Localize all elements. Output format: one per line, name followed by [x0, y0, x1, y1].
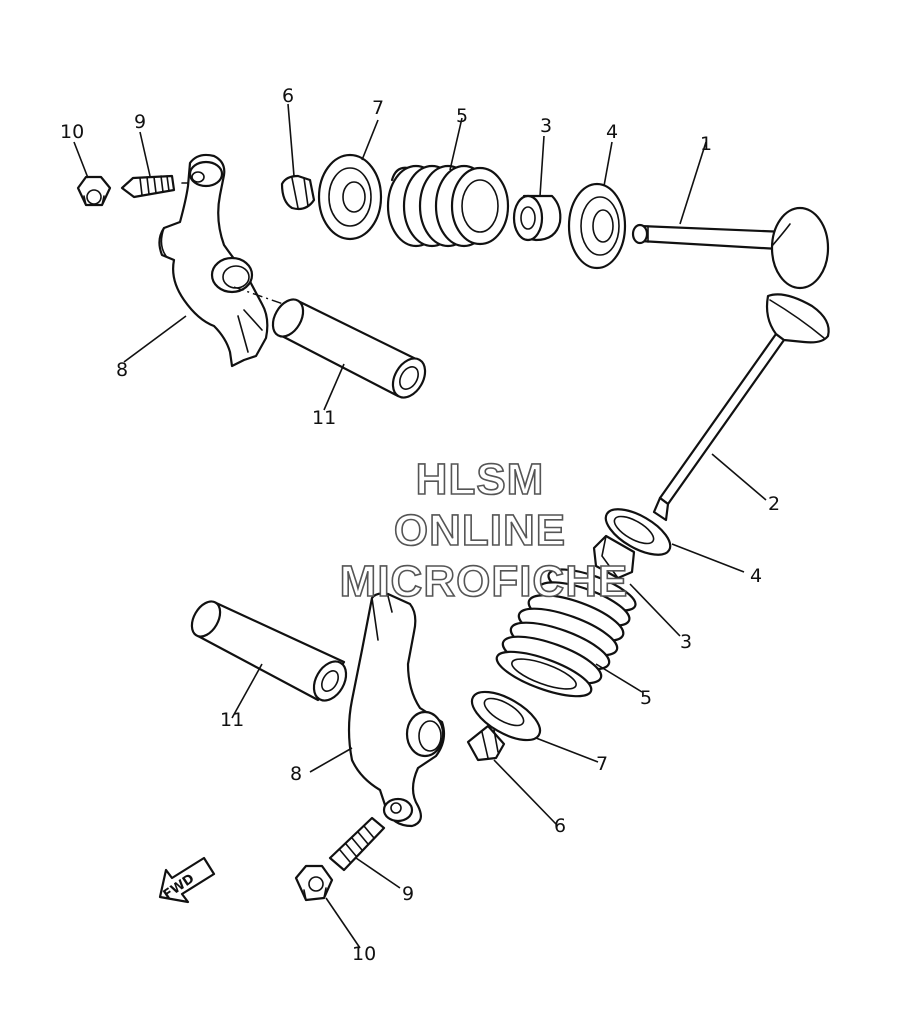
callout-bottom-4: 4: [750, 565, 762, 587]
callout-top-3: 3: [540, 115, 552, 137]
valve-spring-bottom: [495, 568, 637, 698]
leader-lines: [73, 103, 767, 949]
callouts-top: 10 9 8 6 7 5 3 4 1 11: [60, 85, 712, 429]
lock-nut-bottom: [294, 864, 334, 902]
callout-bottom-3: 3: [680, 631, 692, 653]
spring-retainer-bottom: [470, 690, 542, 742]
valve-spring-top: [386, 164, 510, 248]
callout-bottom-6: 6: [554, 815, 566, 837]
watermark: HLSM ONLINE MICROFICHE: [339, 454, 629, 607]
callout-top-10: 10: [60, 121, 84, 143]
callout-bottom-8: 8: [290, 763, 302, 785]
rocker-shaft-bottom: [190, 600, 348, 702]
callout-bottom-2: 2: [768, 493, 780, 515]
valve-cotter-bottom: [466, 724, 506, 762]
callout-top-4: 4: [606, 121, 618, 143]
valve-cotter-top: [280, 174, 316, 211]
spring-seat-top: [567, 182, 627, 270]
callout-top-1: 1: [700, 133, 712, 155]
fwd-arrow-icon: FWD: [158, 856, 216, 904]
valve-stem-seal-top: [512, 194, 562, 242]
rocker-arm-top: [158, 153, 269, 368]
callout-top-11: 11: [312, 407, 336, 429]
callout-top-5: 5: [456, 105, 468, 127]
callout-bottom-5: 5: [640, 687, 652, 709]
rocker-shaft-top: [271, 298, 427, 399]
callouts-bottom: 2 4 3 5 7 6 11 8 9 10: [220, 493, 780, 965]
rocker-arm-bottom: [347, 592, 446, 828]
watermark-line-2: ONLINE: [394, 506, 566, 555]
watermark-line-3: MICROFICHE: [340, 557, 629, 606]
adjusting-screw-bottom: [328, 816, 386, 872]
spring-seat-bottom: [604, 508, 672, 556]
callout-bottom-7: 7: [596, 753, 608, 775]
callout-top-8: 8: [116, 359, 128, 381]
callout-top-7: 7: [372, 97, 384, 119]
callout-top-9: 9: [134, 111, 146, 133]
intake-valve-top: [631, 206, 830, 290]
callout-bottom-9: 9: [402, 883, 414, 905]
valve-stem-seal-bottom: [592, 534, 636, 580]
adjusting-screw-top: [120, 174, 191, 199]
callout-bottom-10: 10: [352, 943, 376, 965]
spring-retainer-top: [317, 153, 383, 241]
exhaust-valve-bottom: [652, 293, 830, 522]
lock-nut-top: [76, 175, 112, 207]
callout-bottom-11: 11: [220, 709, 244, 731]
callout-top-6: 6: [282, 85, 294, 107]
watermark-line-1: HLSM: [416, 455, 545, 504]
